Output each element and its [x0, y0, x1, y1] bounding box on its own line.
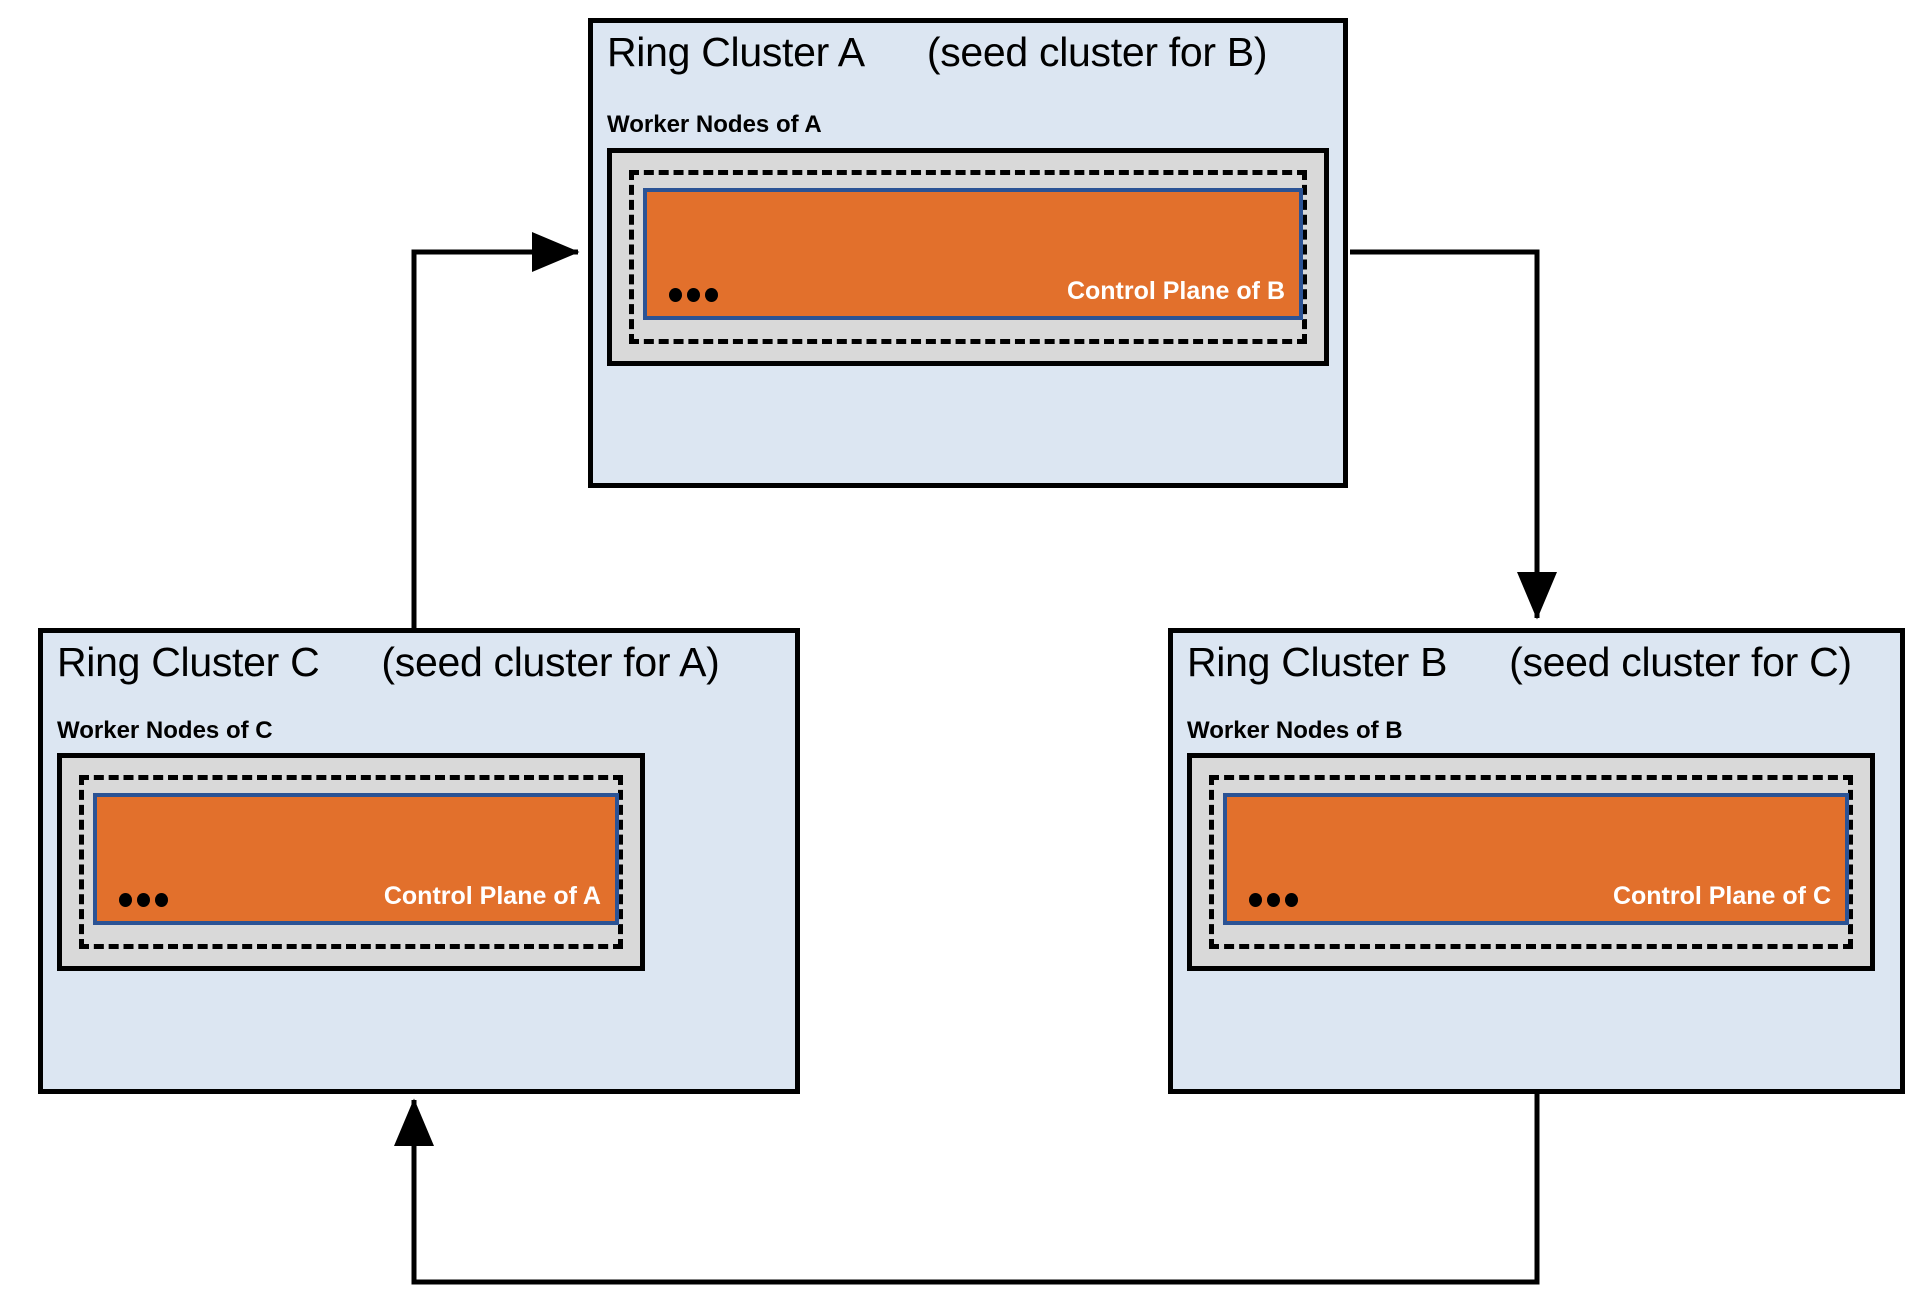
cluster-c-worker-box[interactable]: Control Plane of A	[57, 753, 645, 971]
cluster-c-name: Ring Cluster C	[57, 639, 320, 685]
arrow-a-to-b	[1350, 249, 1557, 620]
cluster-c-dashed-boundary	[79, 775, 623, 949]
cluster-c-title: Ring Cluster C (seed cluster for A)	[57, 639, 785, 686]
cluster-a-title: Ring Cluster A (seed cluster for B)	[607, 29, 1333, 76]
cluster-a-worker-label: Worker Nodes of A	[607, 111, 822, 138]
cluster-b-name: Ring Cluster B	[1187, 639, 1448, 685]
arrow-b-to-c	[394, 1094, 1540, 1285]
cluster-c-ellipsis-dots	[119, 893, 168, 907]
cluster-b[interactable]: Ring Cluster B (seed cluster for C) Worke…	[1168, 628, 1905, 1094]
cluster-a-dashed-boundary	[629, 170, 1307, 344]
cluster-a-ellipsis-dots	[669, 288, 718, 302]
cluster-b-ellipsis-dots	[1249, 893, 1298, 907]
cluster-a[interactable]: Ring Cluster A (seed cluster for B) Worke…	[588, 18, 1348, 488]
cluster-a-worker-box[interactable]: Control Plane of B	[607, 148, 1329, 366]
cluster-b-worker-label: Worker Nodes of B	[1187, 717, 1403, 744]
cluster-b-control-plane[interactable]: Control Plane of C	[1223, 793, 1849, 925]
cluster-c-control-plane[interactable]: Control Plane of A	[93, 793, 619, 925]
cluster-b-dashed-boundary	[1209, 775, 1853, 949]
cluster-c-control-plane-label: Control Plane of A	[383, 882, 601, 910]
cluster-b-control-plane-label: Control Plane of C	[1612, 882, 1831, 910]
cluster-c-worker-label: Worker Nodes of C	[57, 717, 273, 744]
cluster-b-worker-box[interactable]: Control Plane of C	[1187, 753, 1875, 971]
cluster-b-seed-note: (seed cluster for C)	[1509, 639, 1852, 685]
cluster-c-seed-note: (seed cluster for A)	[381, 639, 720, 685]
cluster-a-name: Ring Cluster A	[607, 29, 865, 75]
cluster-b-title: Ring Cluster B (seed cluster for C)	[1187, 639, 1890, 686]
cluster-c[interactable]: Ring Cluster C (seed cluster for A) Worke…	[38, 628, 800, 1094]
cluster-a-control-plane[interactable]: Control Plane of B	[643, 188, 1303, 320]
arrow-c-to-a	[411, 232, 580, 630]
cluster-a-control-plane-label: Control Plane of B	[1066, 277, 1285, 305]
cluster-a-seed-note: (seed cluster for B)	[926, 29, 1268, 75]
